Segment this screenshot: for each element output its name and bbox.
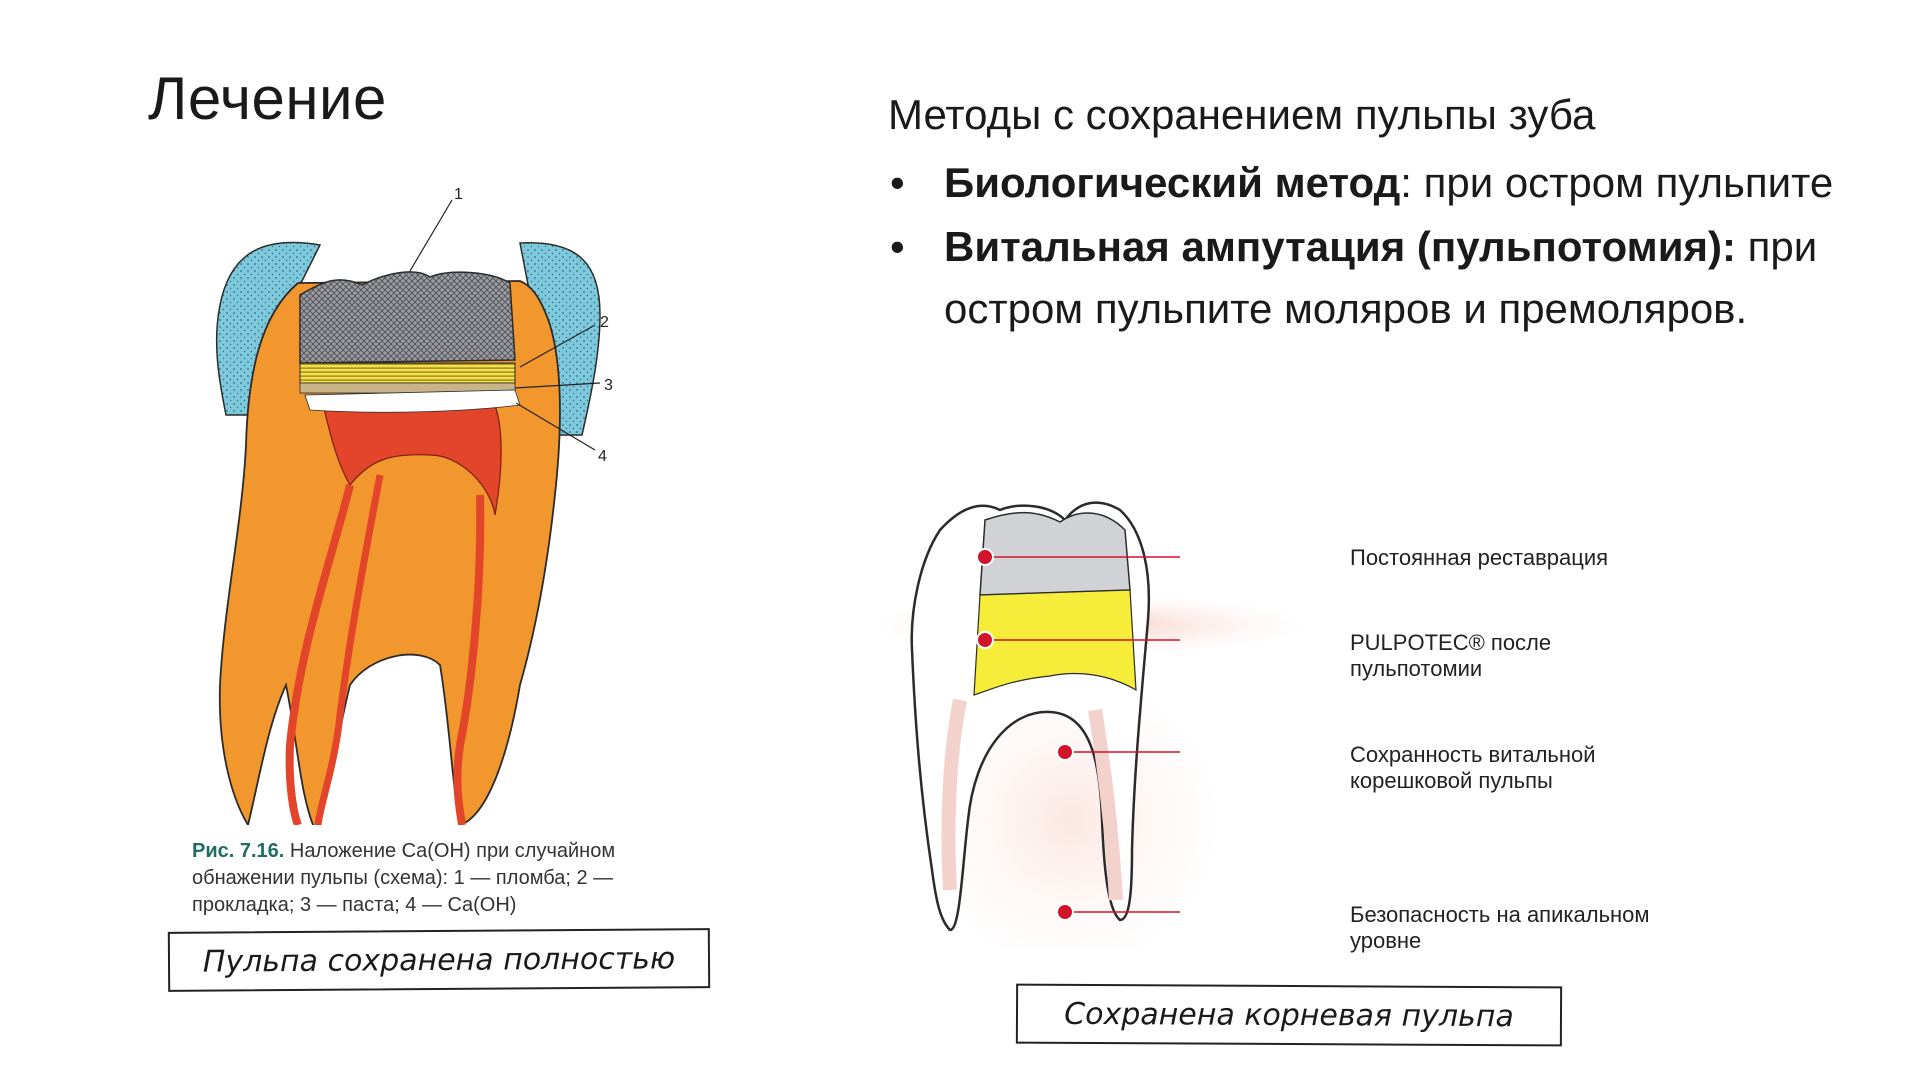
callout-1: 1 xyxy=(454,186,463,203)
method-description: : при остром пульпите xyxy=(1400,159,1834,206)
callout-3: 3 xyxy=(604,377,613,394)
callout-2: 2 xyxy=(600,314,609,331)
method-item-vital-amputation: • Витальная ампутация (пульпотомия): при… xyxy=(888,216,1868,340)
methods-heading: Методы с сохранением пульпы зуба xyxy=(888,91,1596,138)
bullet-marker: • xyxy=(890,223,905,270)
tooth-diagram-pulpotomy xyxy=(880,501,1305,950)
figure1-note-box: Пульпа сохранена полностью xyxy=(167,928,711,992)
root-pulp-right xyxy=(1088,708,1123,901)
method-name: Биологический метод xyxy=(944,159,1401,206)
figure1-caption-label: Рис. 7.16. xyxy=(192,840,285,862)
methods-list: • Биологический метод: при остром пульпи… xyxy=(888,152,1868,340)
pulp-chamber xyxy=(321,394,502,516)
method-item-biological: • Биологический метод: при остром пульпи… xyxy=(888,152,1868,214)
callout-4: 4 xyxy=(598,448,607,465)
tooth-diagram-pulp-capping: 1 2 3 4 xyxy=(215,186,613,825)
root-canal-left xyxy=(285,484,354,825)
pulpotec-layer xyxy=(973,589,1137,696)
caoh-4 xyxy=(304,389,521,413)
root-pulp-left xyxy=(941,698,967,891)
liner-2 xyxy=(299,362,516,384)
method-description: при остром пульпите моляров и премоляров… xyxy=(944,223,1818,332)
methods-section: Методы с сохранением пульпы зуба • Биоло… xyxy=(888,86,1868,342)
root-canal-mid xyxy=(314,474,384,825)
marker-vital-root-pulp xyxy=(1056,743,1074,761)
permanent-restoration xyxy=(979,511,1131,596)
root-canal-right xyxy=(453,494,485,825)
label-apical-safety: Безопасность на апикальном уровне xyxy=(1350,902,1650,953)
marker-pulpotec xyxy=(976,631,994,649)
label-permanent-restoration: Постоянная реставрация xyxy=(1350,545,1609,570)
label-vital-root-pulp: Сохранность витальной корешковой пульпы xyxy=(1350,742,1596,793)
filling-1 xyxy=(299,271,516,364)
slide-title: Лечение xyxy=(148,65,387,132)
figure1-caption-text: Наложение Ca(OH) при случайном обнажении… xyxy=(192,840,616,916)
figure1-caption: Рис. 7.16. Наложение Ca(OH) при случайно… xyxy=(192,838,692,919)
marker-restoration xyxy=(976,548,994,566)
bullet-marker: • xyxy=(890,159,905,206)
marker-apical-safety xyxy=(1056,903,1074,921)
method-name: Витальная ампутация (пульпотомия): xyxy=(944,223,1737,270)
label-pulpotec: PULPOTEC® после пульпотомии xyxy=(1350,630,1552,681)
figure2-note-box: Сохранена корневая пульпа xyxy=(1015,983,1563,1047)
